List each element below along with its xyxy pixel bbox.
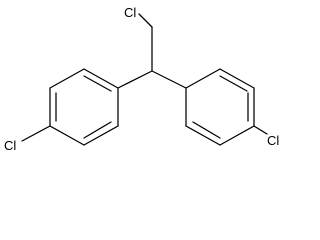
right-ring-bond bbox=[219, 68, 255, 89]
left-ring-bond bbox=[83, 125, 119, 146]
atom-label-chlorine-right: Cl bbox=[267, 133, 279, 148]
left-ring-bond bbox=[49, 68, 85, 89]
bond-right-ring-cl bbox=[253, 125, 268, 135]
atom-label-chlorine-top: Cl bbox=[124, 5, 136, 20]
right-ring-bond bbox=[185, 68, 221, 89]
left-ring-double-bond bbox=[83, 121, 112, 139]
right-ring-bond bbox=[219, 125, 255, 146]
right-benzene-ring bbox=[185, 68, 255, 146]
bond-ch-right-ring bbox=[151, 70, 187, 89]
chloromethyl-group: Cl bbox=[124, 5, 153, 72]
bond-ch-left-ring bbox=[117, 70, 153, 89]
left-benzene-ring bbox=[49, 68, 119, 146]
bond-left-ring-cl bbox=[21, 125, 51, 142]
left-ring-bond bbox=[49, 125, 85, 146]
left-ring-double-bond bbox=[83, 75, 112, 92]
right-ring-bond bbox=[185, 125, 221, 146]
left-ring-bond bbox=[83, 68, 119, 89]
atom-label-chlorine-left: Cl bbox=[4, 138, 16, 153]
chemical-structure-diagram: Cl Cl Cl bbox=[4, 5, 279, 153]
right-ring-double-bond bbox=[219, 75, 248, 92]
bond-cl-ch2 bbox=[138, 13, 153, 28]
right-ring-double-bond bbox=[192, 121, 221, 139]
